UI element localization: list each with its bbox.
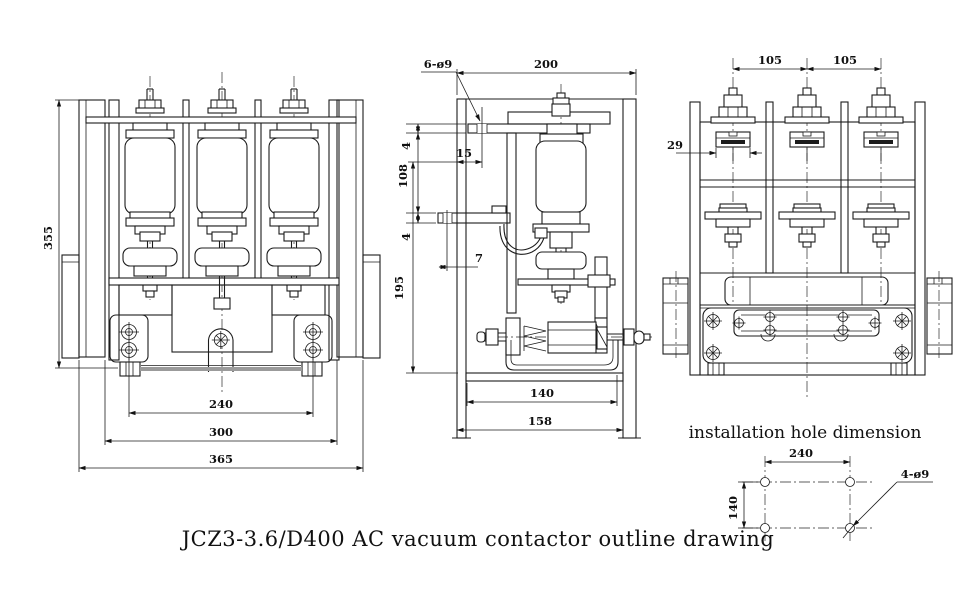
rear-view-drawing: 105 105 29	[662, 53, 953, 400]
dim-side-depth: 200	[534, 57, 558, 71]
dim-pole-pitch-1: 105	[758, 53, 782, 67]
installation-hole-detail: installation hole dimension 240 140 4-ø9	[689, 423, 933, 541]
dim-install-span-y: 140	[726, 496, 740, 520]
dim-top-plate-thickness: 4	[399, 142, 413, 150]
side-view-drawing: 6-ø9 200 4 108 4 15 7 195 140	[392, 57, 652, 439]
dim-front-height: 355	[41, 226, 55, 250]
dim-mid-hole-offset: 7	[475, 251, 483, 265]
callout-6-holes: 6-ø9	[424, 57, 452, 71]
installation-detail-title: installation hole dimension	[689, 423, 922, 443]
dim-mid-plate-thickness: 4	[399, 233, 413, 241]
dim-terminal-width: 29	[667, 138, 683, 152]
dim-front-mount-span: 240	[209, 397, 233, 411]
dim-base-height: 195	[392, 276, 406, 300]
dim-overall-depth: 158	[528, 414, 552, 428]
dim-plate-gap: 108	[396, 164, 410, 188]
dim-bracket-span: 140	[530, 386, 554, 400]
drawing-caption: JCZ3-3.6/D400 AC vacuum contactor outlin…	[180, 527, 775, 551]
callout-4-holes: 4-ø9	[901, 467, 929, 481]
dim-front-frame-width: 300	[209, 425, 233, 439]
dim-pole-pitch-2: 105	[833, 53, 857, 67]
dim-install-span-x: 240	[789, 446, 813, 460]
dim-front-overall-width: 365	[209, 452, 233, 466]
front-view-drawing: 355 240 300 365	[41, 72, 381, 472]
dim-top-hole-offset: 15	[456, 146, 472, 160]
